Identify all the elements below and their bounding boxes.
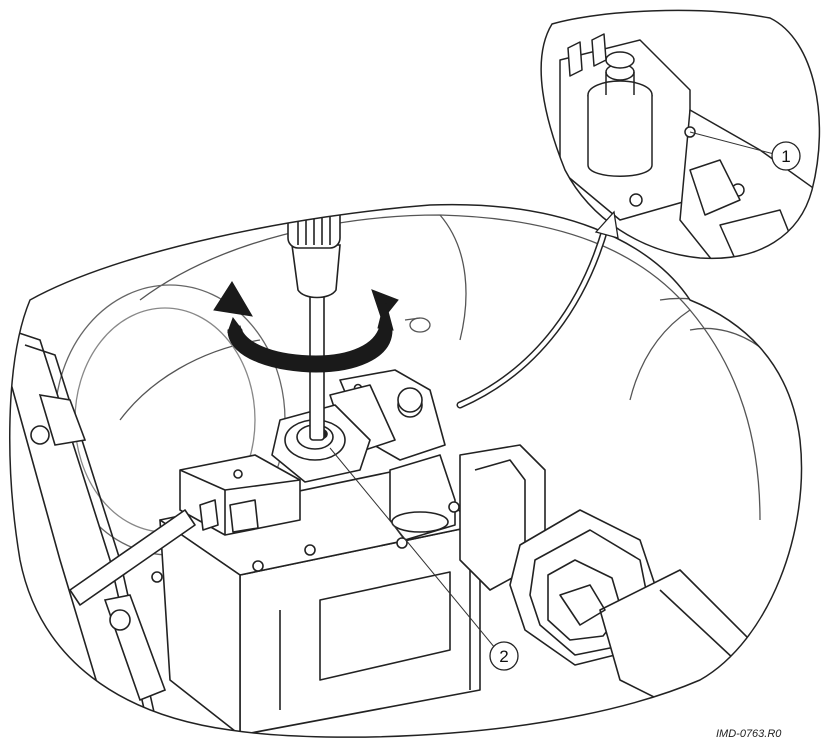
callout-2: 2 xyxy=(489,641,519,671)
rotation-arrows-icon xyxy=(213,281,399,373)
main-view-outline xyxy=(9,203,803,738)
zoom-pointer-arrow xyxy=(456,222,610,409)
figure-id: IMD-0763.R0 xyxy=(716,728,782,740)
callout-2-leader xyxy=(329,447,496,649)
screwdriver xyxy=(287,204,341,441)
callout-1-leader xyxy=(689,131,775,155)
zoom-detail-view xyxy=(559,33,820,259)
callout-2-number: 2 xyxy=(499,647,508,666)
mounting-frame xyxy=(9,328,216,738)
callout-1-number: 1 xyxy=(781,147,790,166)
zoom-detail-outline xyxy=(540,9,821,260)
zoom-pointer-arrowhead xyxy=(594,210,619,239)
callout-1: 1 xyxy=(771,141,801,171)
gas-outlet-union xyxy=(459,444,761,721)
